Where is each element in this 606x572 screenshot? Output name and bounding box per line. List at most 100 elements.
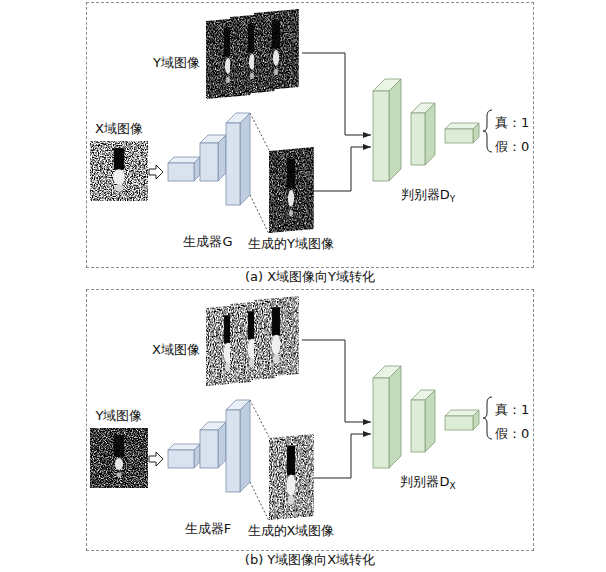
projection-line	[250, 400, 269, 521]
block-front-face	[373, 91, 389, 181]
label-block: 生成的X域图像	[248, 523, 335, 539]
block-side-face	[218, 422, 226, 468]
panel-caption: (a) X域图像向Y域转化	[245, 269, 375, 284]
output-label-block: 真：1	[495, 115, 529, 131]
discriminator-layer	[445, 410, 479, 430]
target-shadow	[272, 307, 280, 336]
stacked-image	[254, 296, 298, 378]
output-bracket	[483, 110, 492, 152]
output-bracket	[483, 397, 492, 439]
generator-layer	[168, 444, 200, 468]
target-echo	[250, 73, 254, 80]
stacked-image	[254, 9, 298, 91]
part-label: Y域图像	[96, 408, 143, 423]
input-image-art	[90, 141, 148, 201]
block-side-face	[389, 79, 401, 181]
label-block: 生成的Y域图像	[248, 236, 334, 252]
target-shadow	[287, 159, 295, 189]
part-label: Y域图像	[153, 55, 200, 70]
discriminator-block-art	[371, 77, 485, 183]
block-side-face	[425, 390, 435, 452]
discriminator-block-art	[371, 364, 485, 470]
target-shadow	[272, 20, 280, 49]
label-block: 生成器G	[183, 234, 232, 250]
generator-layer	[200, 135, 226, 181]
label-block: Y域图像	[153, 55, 200, 71]
noise-image	[254, 296, 298, 378]
target-echo	[288, 190, 294, 207]
discriminator-layer	[373, 79, 401, 181]
target-echo	[273, 50, 279, 66]
block-front-face	[226, 123, 240, 205]
noise-image	[269, 147, 313, 233]
label-block: 判别器DY	[401, 187, 456, 207]
block-front-face	[168, 450, 194, 468]
block-side-face	[194, 157, 200, 181]
block-side-face	[240, 113, 250, 205]
block-side-face	[194, 444, 200, 468]
output-label: 假：0	[495, 139, 529, 154]
input-image-art	[90, 428, 148, 488]
part-label: 判别器D	[400, 474, 449, 489]
part-label: 生成的X域图像	[248, 523, 335, 538]
block-front-face	[445, 416, 473, 430]
block-front-face	[200, 430, 218, 468]
panel-frame: (b) Y域图像向X域转化X域图像Y域图像生成器F生成的X域图像判别器DX	[86, 289, 534, 551]
panel-frame: (a) X域图像向Y域转化Y域图像X域图像生成器G生成的Y域图像判别器DY	[86, 2, 534, 268]
subscript-label: Y	[450, 194, 456, 204]
label-block: 生成器F	[185, 521, 231, 537]
noise-image	[90, 428, 148, 488]
part-label: 生成器F	[185, 521, 231, 536]
block-front-face	[411, 400, 425, 452]
discriminator-layer	[411, 390, 435, 452]
generated-image-art	[269, 434, 313, 522]
hollow-arrow	[149, 452, 163, 466]
block-side-face	[425, 103, 435, 165]
generator-block-art	[164, 111, 252, 209]
part-label: X域图像	[95, 121, 143, 136]
noise-image	[254, 9, 298, 91]
image-stack: X域图像	[206, 296, 302, 386]
generated-image: 生成的Y域图像	[269, 147, 313, 235]
hollow-arrow	[149, 165, 163, 179]
generated-image-art	[269, 434, 313, 520]
part-label: 生成的Y域图像	[248, 236, 334, 251]
block-side-face	[473, 410, 479, 430]
generator-layer	[200, 422, 226, 468]
target-echo	[288, 495, 294, 505]
part-label: 生成器G	[183, 234, 232, 249]
noise-image	[269, 434, 313, 520]
input-image: X域图像	[90, 141, 148, 201]
discriminator-layer	[411, 103, 435, 165]
generator-block: 生成器G	[164, 111, 252, 209]
block-side-face	[389, 366, 401, 468]
flow-arrow	[302, 340, 371, 422]
block-front-face	[200, 143, 218, 181]
part-label: 判别器D	[401, 187, 450, 202]
target-echo	[287, 474, 296, 496]
image-stack: Y域图像	[206, 9, 302, 99]
panel-caption: (b) Y域图像向X域转化	[245, 552, 375, 567]
target-echo	[116, 472, 121, 477]
input-image-art	[90, 428, 148, 488]
block-front-face	[373, 378, 389, 468]
label-block: X域图像	[95, 121, 143, 137]
generator-block: 生成器F	[164, 398, 252, 496]
block-front-face	[445, 129, 473, 143]
discriminator-layer	[373, 366, 401, 468]
target-echo	[273, 354, 279, 364]
generator-layer	[168, 157, 200, 181]
target-echo	[289, 210, 293, 217]
block-side-face	[218, 135, 226, 181]
target-echo	[274, 69, 278, 76]
input-image-art	[90, 141, 148, 201]
output-label-block: 假：0	[495, 426, 529, 442]
subscript-label: X	[449, 481, 455, 491]
generator-layer	[226, 400, 250, 492]
discriminator-block: 判别器DY	[371, 77, 485, 183]
label-block: X域图像	[152, 342, 200, 358]
output-label-block: 假：0	[495, 139, 529, 155]
label-block: Y域图像	[96, 408, 143, 424]
target-echo	[272, 334, 281, 355]
flow-arrow	[313, 434, 371, 478]
